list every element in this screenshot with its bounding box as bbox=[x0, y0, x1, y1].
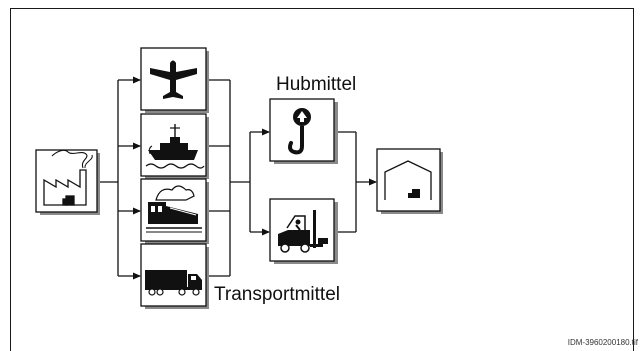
flow-connectors bbox=[97, 76, 377, 280]
factory-icon bbox=[43, 149, 93, 206]
forklift-icon bbox=[278, 210, 328, 253]
ship-box bbox=[140, 113, 207, 177]
airplane-box bbox=[140, 47, 207, 111]
warehouse-box bbox=[376, 148, 441, 212]
ship-icon bbox=[145, 124, 205, 169]
warehouse-icon bbox=[384, 160, 432, 200]
factory-box bbox=[35, 149, 98, 213]
diagram-frame bbox=[10, 8, 634, 351]
label-transportmittel: Transportmittel bbox=[214, 284, 340, 305]
forklift-box bbox=[269, 198, 335, 262]
truck-box bbox=[140, 243, 207, 307]
file-id-caption: IDM-3960200180.tif bbox=[567, 338, 638, 347]
crane-box bbox=[269, 98, 335, 162]
crane-hook-icon bbox=[288, 108, 311, 155]
airplane-icon bbox=[150, 60, 197, 99]
train-icon bbox=[146, 185, 202, 233]
train-box bbox=[140, 178, 207, 242]
truck-icon bbox=[145, 270, 202, 296]
label-hubmittel: Hubmittel bbox=[276, 74, 357, 95]
